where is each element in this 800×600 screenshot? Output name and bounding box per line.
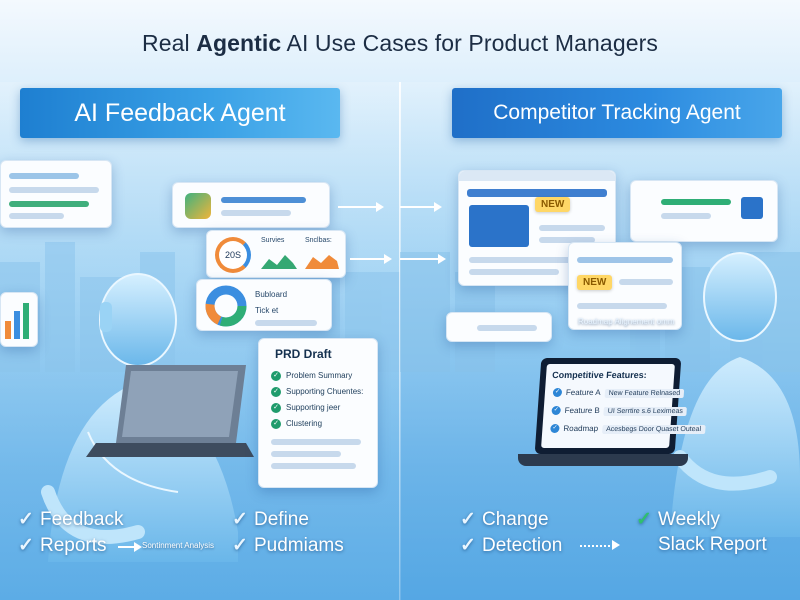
survey-col2: Snclbas: <box>305 237 332 244</box>
reports-label: ✓ Reports <box>18 534 107 557</box>
check-icon: ✓ <box>551 406 561 416</box>
competitor-tracking-agent-banner: Competitor Tracking Agent <box>452 88 782 138</box>
reports-text: Reports <box>40 535 107 556</box>
dotted-arrow <box>580 545 614 547</box>
prd-item-label: Clustering <box>286 419 323 429</box>
change-label: ✓ Change <box>460 508 549 531</box>
right-panel: Competitor Tracking Agent NEW NEW Roadma… <box>400 82 800 600</box>
bar-chart-icon <box>5 303 29 339</box>
prd-item-label: Supporting jeer <box>286 403 341 413</box>
new-badge: NEW <box>577 275 613 290</box>
prd-item: ✓ Clustering <box>271 419 322 429</box>
check-icon: ✓ <box>232 509 248 530</box>
robot-icon <box>670 252 800 537</box>
survey-col1: Survies <box>261 237 285 244</box>
image-card <box>172 182 330 228</box>
weekly-label: ✓ Weekly <box>636 508 720 531</box>
feature-tag: UI Serrtire s.6 Leximeas <box>603 407 688 416</box>
change-text: Change <box>482 509 549 530</box>
check-icon: ✓ <box>550 424 560 434</box>
detection-label: ✓ Detection <box>460 534 562 557</box>
check-icon: ✓ <box>460 509 476 530</box>
arrow-right-icon <box>612 540 620 550</box>
survey-card: 20S Survies Snclbas: <box>206 230 346 278</box>
feedback-doc-card <box>0 160 112 228</box>
check-icon: ✓ <box>271 403 281 413</box>
check-icon: ✓ <box>271 419 281 429</box>
feature-label: Feature A <box>565 388 601 397</box>
new-badge: NEW <box>535 197 571 212</box>
survey-badge: 20S <box>215 237 251 273</box>
arrow-right-icon <box>338 202 384 212</box>
prd-item-label: Problem Summary <box>286 371 353 381</box>
feedback-label: ✓ Feedback <box>18 508 123 531</box>
problems-text: Pudmiams <box>254 535 344 556</box>
slack-report-label: Slack Report <box>658 534 767 555</box>
arrow-right-icon <box>350 254 392 264</box>
laptop-title: Competitive Features: <box>551 370 648 380</box>
ai-feedback-agent-banner: AI Feedback Agent <box>20 88 340 138</box>
dashboard-line2: Tick et <box>255 306 279 315</box>
feature-tag: Acesbegs Door Quaset Outeal <box>601 425 706 434</box>
check-icon: ✓ <box>271 371 281 381</box>
laptop-base <box>518 454 688 466</box>
banner-label: Competitor Tracking Agent <box>493 101 741 124</box>
detection-text: Detection <box>482 535 563 556</box>
problems-label: ✓ Pudmiams <box>232 534 344 557</box>
arrow-right-icon <box>400 202 442 212</box>
laptop-icon <box>86 365 254 457</box>
check-icon: ✓ <box>18 535 34 556</box>
roadmap-card: NEW <box>568 242 682 330</box>
sentiment-analysis-label: Sontinment Analysis <box>142 541 215 550</box>
define-text: Define <box>254 509 309 530</box>
weekly-text: Weekly <box>658 509 720 530</box>
arrow-right-icon <box>400 254 446 264</box>
arrow-right-icon <box>118 542 142 552</box>
image-icon <box>185 193 211 219</box>
check-icon: ✓ <box>271 387 281 397</box>
roadmap-caption: Roadmap Alignement omm <box>578 317 675 326</box>
left-panel: AI Feedback Agent 20S Survies Snclbas: <box>0 82 400 600</box>
title-prefix: Real <box>142 30 197 56</box>
title-suffix: AI Use Cases for Product Managers <box>281 30 658 56</box>
bar-chart-card <box>0 292 38 347</box>
prd-item: ✓ Problem Summary <box>271 371 352 381</box>
feature-label: Feature B <box>564 406 601 415</box>
prd-item-label: Supporting Chuentes: <box>286 387 364 397</box>
check-icon: ✓ <box>552 388 563 398</box>
image-icon <box>469 205 529 247</box>
dashboard-line1: Bubloard <box>255 290 288 299</box>
check-icon: ✓ <box>18 509 34 530</box>
feature-tag: New Feature Relnased <box>604 389 685 398</box>
share-card <box>630 180 778 242</box>
check-icon: ✓ <box>232 535 248 556</box>
prd-item: ✓ Supporting Chuentes: <box>271 387 363 397</box>
banner-label: AI Feedback Agent <box>74 98 286 127</box>
feedback-text: Feedback <box>40 509 124 530</box>
page-title: Real Agentic AI Use Cases for Product Ma… <box>0 30 800 62</box>
prd-draft-card: PRD Draft ✓ Problem Summary ✓ Supporting C… <box>258 338 378 488</box>
note-card <box>446 312 552 342</box>
sparkline-icon <box>261 255 339 269</box>
check-icon: ✓ <box>460 535 476 556</box>
check-icon: ✓ <box>636 509 652 530</box>
define-label: ✓ Define <box>232 508 309 531</box>
pie-chart-icon <box>205 285 247 327</box>
prd-title: PRD Draft <box>275 347 332 361</box>
title-bold: Agentic <box>196 30 282 56</box>
feature-label: Roadmap <box>563 424 599 433</box>
dashboard-card: Bubloard Tick et <box>196 279 332 331</box>
prd-item: ✓ Supporting jeer <box>271 403 340 413</box>
